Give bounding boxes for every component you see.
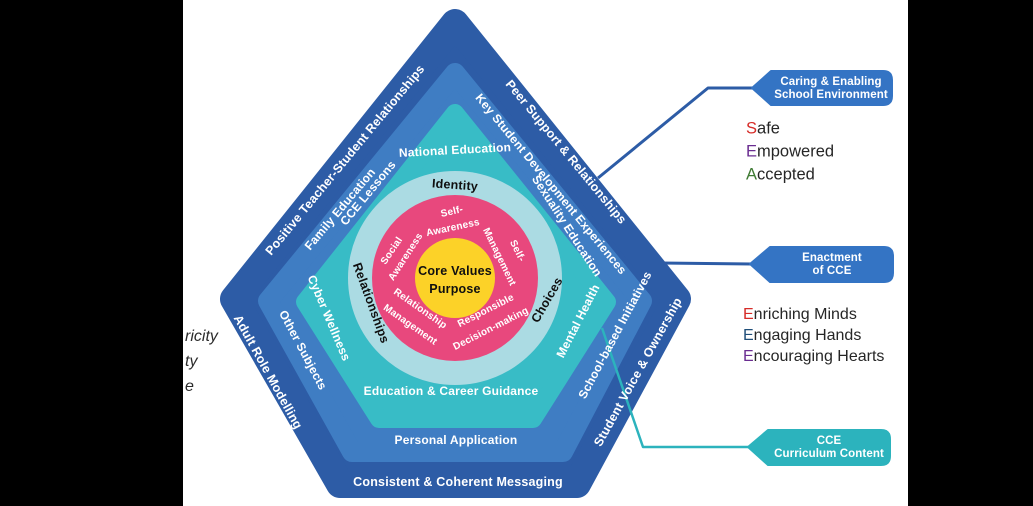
tag-enactment xyxy=(749,246,894,283)
clipped-text-line-1: ricity xyxy=(185,328,218,345)
acrostic-letter: E xyxy=(746,142,758,161)
acrostic-safe: Safe xyxy=(746,119,780,138)
acrostic-letter: E xyxy=(743,306,754,323)
acrostic-letter: S xyxy=(746,119,758,138)
tag-school-environment xyxy=(751,70,893,106)
tag-text-cce: CCE xyxy=(816,435,842,447)
core-circle xyxy=(415,238,495,318)
connector-school-environment xyxy=(597,86,753,180)
label-core-values: Core Values xyxy=(418,264,492,278)
acrostic-encouraging-hearts: Encouraging Hearts xyxy=(743,348,885,365)
tag-text-curriculum-content: Curriculum Content xyxy=(774,448,884,460)
label-education-career-guidance: Education & Career Guidance xyxy=(363,384,539,398)
clipped-text-line-2: ty xyxy=(185,353,198,370)
acrostic-accepted: Accepted xyxy=(746,165,815,184)
connector-curriculum xyxy=(600,327,750,449)
tag-text-enactment: Enactment xyxy=(802,252,862,264)
acrostic-letter: E xyxy=(743,327,754,344)
connector-enactment xyxy=(659,261,753,266)
label-purpose: Purpose xyxy=(429,282,481,296)
acrostic-engaging-hands: Engaging Hands xyxy=(743,327,862,344)
label-personal-application: Personal Application xyxy=(394,433,518,447)
acrostic-empowered: Empowered xyxy=(746,142,835,161)
label-consistent-coherent-messaging: Consistent & Coherent Messaging xyxy=(353,475,563,489)
acrostic-letter: E xyxy=(743,348,754,365)
tag-curriculum xyxy=(747,429,891,466)
tag-text-of-cce: of CCE xyxy=(812,265,852,277)
clipped-text-line-3: e xyxy=(185,378,194,395)
tag-text-caring-enabling: Caring & Enabling xyxy=(780,76,882,88)
acrostic-enriching-minds: Enriching Minds xyxy=(743,306,857,323)
acrostic-letter: A xyxy=(746,165,758,184)
tag-text-school-environment: School Environment xyxy=(774,89,888,101)
